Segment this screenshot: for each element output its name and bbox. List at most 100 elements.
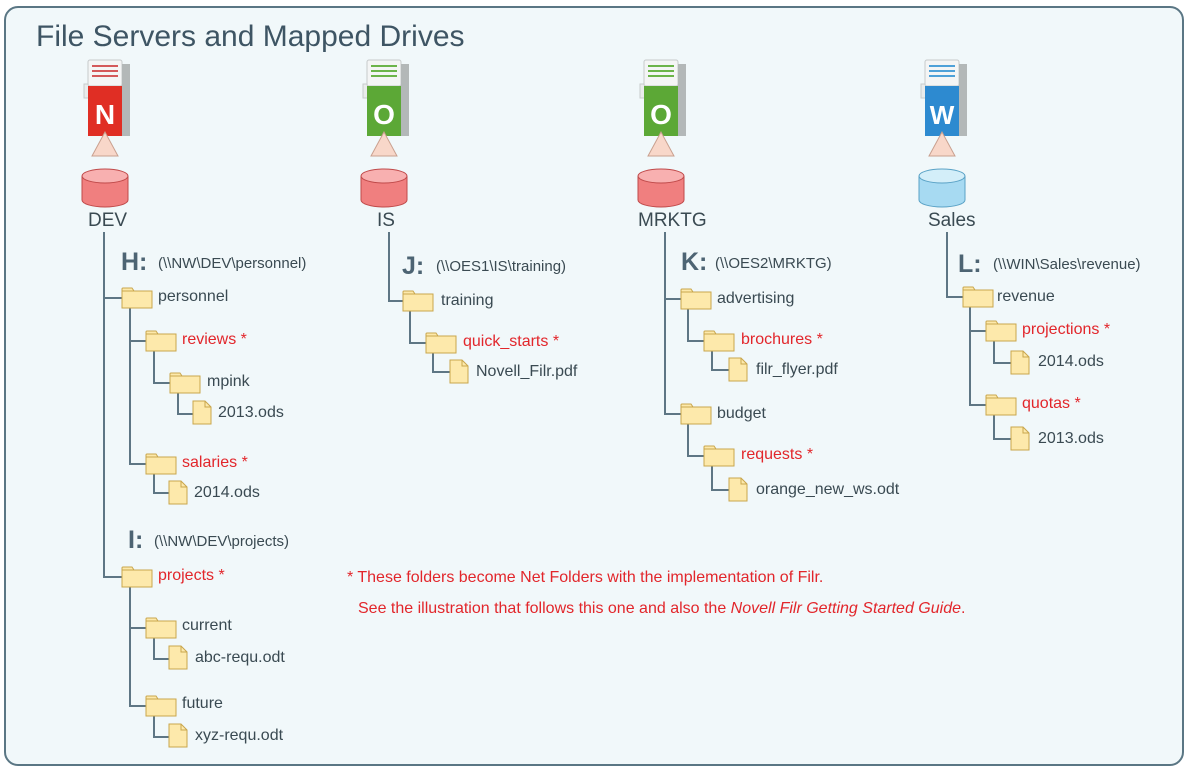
note-period: . [961, 600, 966, 617]
tree-connector [969, 330, 987, 332]
net-folder-label: projections * [1022, 321, 1111, 338]
net-folder-label: projects * [158, 567, 225, 584]
folder-icon [121, 287, 153, 309]
folder-icon [145, 617, 177, 639]
net-folder-label: salaries * [182, 454, 248, 471]
server-mrktg: O [634, 58, 694, 208]
folder-icon [145, 330, 177, 352]
tree-connector [103, 232, 105, 577]
folder-icon [962, 286, 994, 308]
server-label-dev: DEV [88, 210, 128, 231]
server-icon: O [362, 59, 409, 157]
server-sales: W [915, 58, 975, 208]
tree-connector [388, 232, 390, 302]
file-label: abc-requ.odt [195, 649, 285, 666]
net-folder-label: requests * [741, 446, 814, 463]
tree-connector [664, 232, 666, 415]
tree-connector [153, 736, 169, 738]
tree-connector [969, 307, 971, 406]
file-label: Novell_Filr.pdf [476, 363, 578, 380]
tree-connector [177, 393, 179, 415]
net-folder-label: quick_starts * [463, 333, 560, 350]
tree-connector [687, 424, 689, 457]
folder-label: mpink [207, 373, 250, 390]
server-is: O [357, 58, 417, 208]
tree-connector [129, 340, 147, 342]
folder-icon [703, 445, 735, 467]
tree-connector [129, 463, 147, 465]
file-icon [728, 357, 748, 382]
drive-letter-i: I: [128, 526, 144, 554]
folder-icon [985, 320, 1017, 342]
drive-letter-h: H: [121, 248, 148, 276]
file-label: xyz-requ.odt [195, 727, 284, 744]
tree-connector [711, 369, 729, 371]
guide-title: Novell Filr Getting Started Guide [730, 600, 961, 617]
tree-connector [687, 340, 705, 342]
folder-label: revenue [997, 288, 1055, 305]
tree-connector [153, 474, 155, 494]
diagram-title: File Servers and Mapped Drives [36, 20, 465, 53]
red-volume-icon [360, 168, 408, 208]
folder-label: personnel [158, 288, 229, 305]
tree-connector [664, 413, 682, 415]
note-text: See the illustration that follows this o… [358, 600, 731, 617]
tree-connector [153, 351, 155, 384]
file-label: orange_new_ws.odt [756, 481, 900, 498]
server-os-letter: N [95, 99, 115, 130]
tree-connector [153, 658, 169, 660]
folder-label: budget [717, 405, 766, 422]
tree-connector [969, 404, 987, 406]
tree-connector [687, 309, 689, 342]
drive-letter-j: J: [402, 252, 425, 280]
net-folder-label: brochures * [741, 331, 823, 348]
server-os-letter: O [650, 99, 672, 130]
folder-icon [145, 695, 177, 717]
server-icon: N [83, 59, 130, 157]
file-icon [449, 359, 469, 384]
folder-icon [402, 290, 434, 312]
server-label-sales: Sales [928, 210, 976, 231]
tree-connector [129, 627, 147, 629]
drive-path-j: (\\OES1\IS\training) [436, 258, 567, 275]
tree-connector [153, 716, 155, 738]
blue-volume-icon [918, 168, 966, 208]
server-label-mrktg: MRKTG [638, 210, 707, 231]
tree-connector [946, 232, 948, 298]
red-volume-icon [81, 168, 129, 208]
server-label-is: IS [377, 210, 395, 231]
file-icon [168, 480, 188, 505]
folder-label: training [441, 292, 494, 309]
tree-connector [409, 311, 411, 344]
file-label: filr_flyer.pdf [756, 361, 838, 378]
file-label: 2014.ods [1038, 353, 1104, 370]
server-icon: O [639, 59, 686, 157]
folder-label: future [182, 695, 223, 712]
tree-connector [687, 455, 705, 457]
server-os-letter: W [930, 100, 955, 130]
diagram-panel [4, 6, 1184, 766]
tree-connector [993, 341, 995, 364]
drive-letter-l: L: [958, 250, 982, 278]
tree-connector [129, 705, 147, 707]
folder-icon [680, 288, 712, 310]
file-label: 2013.ods [1038, 430, 1104, 447]
net-folders-note: * These folders become Net Folders with … [347, 569, 824, 586]
file-icon [1010, 350, 1030, 375]
tree-connector [664, 298, 682, 300]
file-icon [168, 645, 188, 670]
tree-connector [103, 576, 123, 578]
folder-label: current [182, 617, 232, 634]
server-dev: N [78, 58, 138, 208]
tree-connector [177, 413, 193, 415]
drive-path-l: (\\WIN\Sales\revenue) [993, 256, 1141, 273]
folder-icon [703, 330, 735, 352]
folder-label: advertising [717, 290, 795, 307]
tree-connector [993, 415, 995, 440]
tree-connector [946, 296, 964, 298]
drive-path-k: (\\OES2\MRKTG) [715, 255, 832, 272]
net-folders-note-line2: See the illustration that follows this o… [358, 600, 965, 618]
folder-icon [985, 394, 1017, 416]
folder-icon [169, 372, 201, 394]
tree-connector [711, 466, 713, 491]
